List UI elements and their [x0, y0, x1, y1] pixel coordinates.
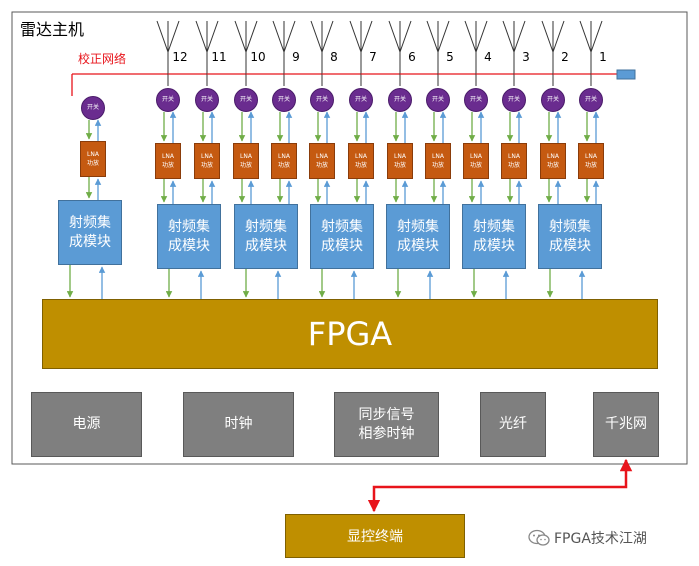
- antenna-icon: [388, 20, 412, 86]
- antenna-icon: [464, 20, 488, 86]
- rf-integrated-module: 射频集成模块: [386, 204, 450, 269]
- antenna-icon: [234, 20, 258, 86]
- antenna-arm-left: [156, 20, 169, 53]
- rf-integrated-module: 射频集成模块: [58, 200, 122, 265]
- lna-amplifier: LNA 功放: [271, 143, 297, 179]
- antenna-icon: [579, 20, 603, 86]
- switch-node: 开关: [502, 88, 526, 112]
- antenna-icon: [310, 20, 334, 86]
- switch-node: 开关: [349, 88, 373, 112]
- lna-amplifier: LNA 功放: [501, 143, 527, 179]
- watermark: FPGA技术江湖: [528, 528, 647, 548]
- lna-amplifier: LNA 功放: [540, 143, 566, 179]
- antenna-arm-left: [234, 20, 247, 53]
- lna-amplifier: LNA 功放: [233, 143, 259, 179]
- antenna-number: 1: [599, 50, 607, 64]
- clock-module: 时钟: [183, 392, 294, 457]
- lna-amplifier: LNA 功放: [348, 143, 374, 179]
- antenna-number: 5: [446, 50, 454, 64]
- switch-node: 开关: [310, 88, 334, 112]
- switch-node: 开关: [388, 88, 412, 112]
- rf-integrated-module: 射频集成模块: [157, 204, 221, 269]
- antenna-arm-right: [475, 20, 488, 53]
- sync-clock-module: 同步信号相参时钟: [334, 392, 439, 457]
- antenna-number: 9: [292, 50, 300, 64]
- calibration-lna-amplifier: LNA 功放: [80, 141, 106, 177]
- switch-node: 开关: [464, 88, 488, 112]
- antenna-icon: [426, 20, 450, 86]
- switch-node: 开关: [426, 88, 450, 112]
- antenna-arm-left: [464, 20, 477, 53]
- lna-amplifier: LNA 功放: [155, 143, 181, 179]
- antenna-arm-right: [283, 20, 296, 53]
- switch-node: 开关: [579, 88, 603, 112]
- antenna-arm-right: [360, 20, 373, 53]
- antenna-arm-right: [552, 20, 565, 53]
- calibration-switch-node: 开关: [81, 96, 105, 120]
- antenna-arm-left: [579, 20, 592, 53]
- antenna-number: 8: [330, 50, 338, 64]
- antenna-arm-left: [272, 20, 285, 53]
- antenna-arm-right: [321, 20, 334, 53]
- calibration-terminal: [616, 69, 636, 80]
- antenna-number: 7: [369, 50, 377, 64]
- lna-amplifier: LNA 功放: [463, 143, 489, 179]
- antenna-arm-right: [206, 20, 219, 53]
- antenna-icon: [541, 20, 565, 86]
- antenna-arm-left: [541, 20, 554, 53]
- calibration-network-label: 校正网络: [78, 52, 127, 66]
- antenna-arm-right: [167, 20, 180, 53]
- switch-node: 开关: [195, 88, 219, 112]
- wechat-icon: [528, 529, 550, 546]
- antenna-number: 3: [522, 50, 530, 64]
- switch-node: 开关: [272, 88, 296, 112]
- radar-host-frame: [11, 11, 688, 465]
- lna-amplifier: LNA 功放: [309, 143, 335, 179]
- antenna-arm-left: [388, 20, 401, 53]
- rf-integrated-module: 射频集成模块: [234, 204, 298, 269]
- antenna-number: 11: [211, 50, 227, 64]
- switch-node: 开关: [234, 88, 258, 112]
- lna-amplifier: LNA 功放: [194, 143, 220, 179]
- lna-amplifier: LNA 功放: [578, 143, 604, 179]
- antenna-icon: [502, 20, 526, 86]
- rf-integrated-module: 射频集成模块: [310, 204, 374, 269]
- antenna-icon: [349, 20, 373, 86]
- antenna-arm-left: [310, 20, 323, 53]
- antenna-icon: [195, 20, 219, 86]
- watermark-text: FPGA技术江湖: [554, 531, 647, 547]
- rf-integrated-module: 射频集成模块: [538, 204, 602, 269]
- rf-integrated-module: 射频集成模块: [462, 204, 526, 269]
- antenna-arm-left: [502, 20, 515, 53]
- antenna-arm-right: [399, 20, 412, 53]
- antenna-arm-right: [437, 20, 450, 53]
- antenna-number: 12: [172, 50, 188, 64]
- power-module: 电源: [31, 392, 142, 457]
- fiber-module: 光纤: [480, 392, 546, 457]
- antenna-arm-right: [590, 20, 603, 53]
- antenna-icon: [272, 20, 296, 86]
- antenna-arm-left: [426, 20, 439, 53]
- antenna-arm-right: [245, 20, 258, 53]
- lna-amplifier: LNA 功放: [425, 143, 451, 179]
- switch-node: 开关: [156, 88, 180, 112]
- antenna-number: 6: [408, 50, 416, 64]
- antenna-icon: [156, 20, 180, 86]
- switch-node: 开关: [541, 88, 565, 112]
- lna-amplifier: LNA 功放: [387, 143, 413, 179]
- antenna-arm-right: [513, 20, 526, 53]
- ethernet-link-arrow: [367, 458, 633, 513]
- antenna-number: 2: [561, 50, 569, 64]
- antenna-number: 4: [484, 50, 492, 64]
- display-control-terminal: 显控终端: [285, 514, 465, 558]
- gigabit-ethernet-module: 千兆网: [593, 392, 659, 457]
- antenna-arm-left: [195, 20, 208, 53]
- fpga-block: FPGA: [42, 299, 658, 369]
- antenna-arm-left: [349, 20, 362, 53]
- antenna-number: 10: [250, 50, 266, 64]
- radar-host-title: 雷达主机: [20, 20, 85, 39]
